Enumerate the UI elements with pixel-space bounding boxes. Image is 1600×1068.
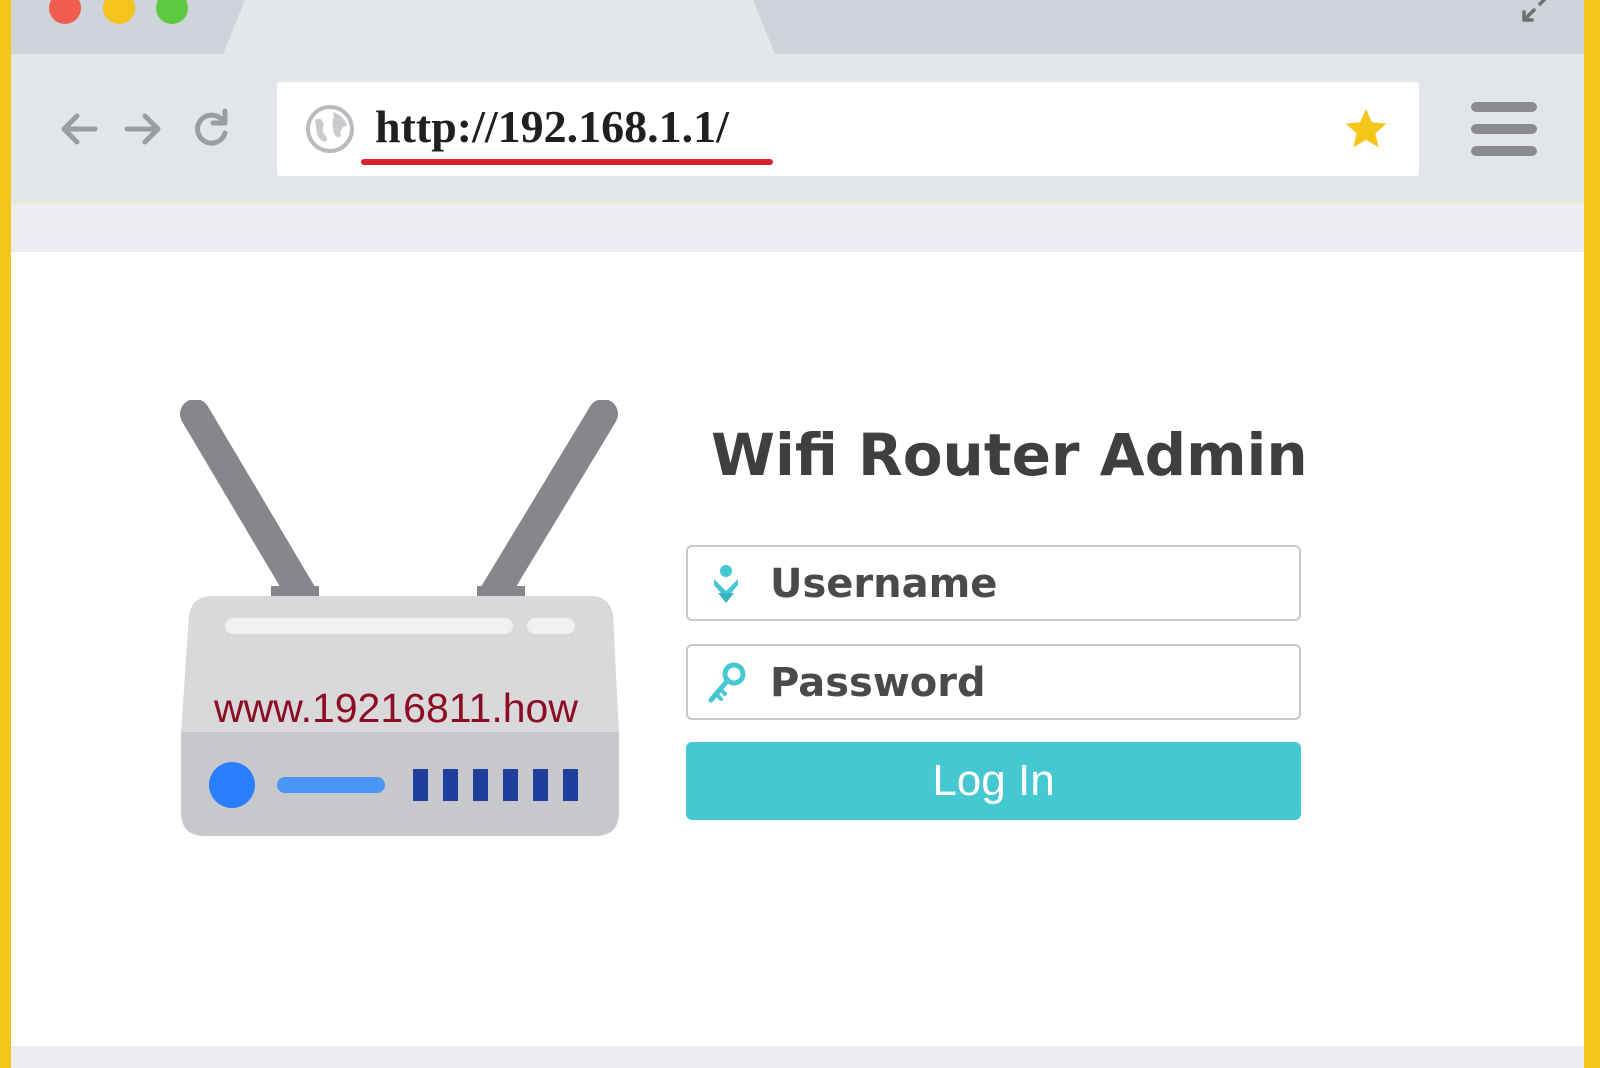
username-placeholder: Username — [770, 561, 998, 607]
browser-toolbar: http://192.168.1.1/ — [11, 54, 1584, 204]
address-bar[interactable]: http://192.168.1.1/ — [277, 82, 1419, 176]
forward-button[interactable] — [121, 107, 165, 151]
globe-icon — [306, 105, 354, 153]
key-icon — [708, 662, 746, 703]
expand-arrows-icon[interactable] — [1520, 0, 1554, 24]
user-icon — [714, 565, 738, 603]
active-tab[interactable] — [223, 0, 775, 54]
menu-bar-line — [1471, 146, 1537, 156]
url-highlight-underline — [361, 159, 773, 165]
router-illustration — [180, 400, 619, 836]
menu-bar-line — [1471, 102, 1537, 112]
back-button[interactable] — [57, 107, 101, 151]
bottom-band — [11, 1046, 1584, 1068]
password-field[interactable]: Password — [686, 644, 1301, 720]
password-placeholder: Password — [770, 660, 986, 706]
url-text[interactable]: http://192.168.1.1/ — [375, 101, 729, 152]
bookmarks-bar — [11, 204, 1584, 252]
login-button[interactable]: Log In — [686, 742, 1301, 820]
close-window-button[interactable] — [49, 0, 81, 24]
maximize-window-button[interactable] — [156, 0, 188, 24]
router-led — [209, 762, 255, 808]
router-label: www.19216811.how — [214, 685, 578, 731]
browser-window: http://192.168.1.1/ www.19216811.how — [11, 0, 1584, 1068]
hamburger-menu-icon[interactable] — [1471, 102, 1537, 158]
star-icon[interactable] — [1343, 106, 1389, 152]
tab-strip — [11, 0, 1584, 54]
minimize-window-button[interactable] — [103, 0, 135, 24]
menu-bar-line — [1471, 124, 1537, 134]
reload-button[interactable] — [189, 107, 233, 151]
username-field[interactable]: Username — [686, 545, 1301, 621]
login-title: Wifi Router Admin — [711, 421, 1308, 489]
